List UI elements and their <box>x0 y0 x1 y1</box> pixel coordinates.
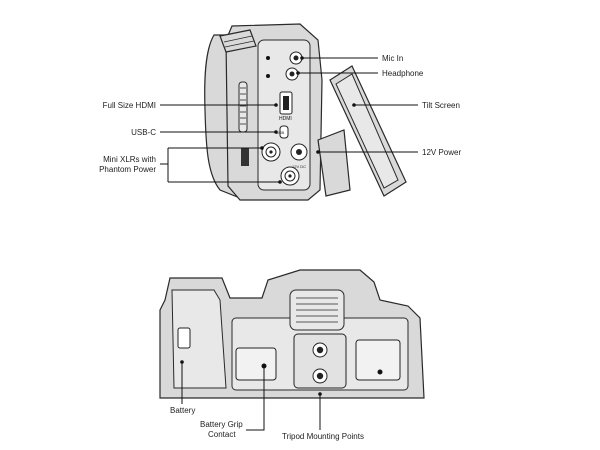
battery-door-latch <box>177 327 191 349</box>
dc-mark: 12V DC <box>292 164 306 169</box>
label-mini-xlr-line1: Mini XLRs with <box>103 155 156 164</box>
brand-logo <box>241 148 249 166</box>
vent-grille <box>238 81 248 133</box>
label-grip-line2: Contact <box>208 430 236 439</box>
label-tripod: Tripod Mounting Points <box>282 432 364 441</box>
hdmi-mark: HDMI <box>279 116 292 122</box>
headphone-jack <box>285 67 299 81</box>
label-mic-in: Mic In <box>382 54 403 63</box>
battery-grip-contact <box>235 347 277 381</box>
label-headphone: Headphone <box>382 69 424 78</box>
mic-in-jack <box>289 51 303 65</box>
label-usb-c: USB-C <box>131 128 156 137</box>
camera-bottom-view <box>159 269 425 399</box>
label-battery: Battery <box>170 406 195 415</box>
heatsink-vent <box>289 289 345 331</box>
leader-lines-top <box>160 56 418 184</box>
label-hdmi: Full Size HDMI <box>103 101 156 110</box>
tripod-mount-1 <box>312 342 328 358</box>
label-tilt-screen: Tilt Screen <box>422 101 460 110</box>
usb-mark: USB <box>276 130 285 135</box>
usb-c-port: USB <box>276 125 289 139</box>
camera-side-view: HDMI USB 12V DC <box>204 23 407 201</box>
leader-lines-bottom <box>180 360 322 431</box>
power-port: 12V DC <box>290 143 308 169</box>
tripod-mount-2 <box>312 368 328 384</box>
hdmi-port: HDMI <box>279 91 293 122</box>
label-12v-power: 12V Power <box>422 148 461 157</box>
label-grip-line1: Battery Grip <box>200 420 243 429</box>
mini-xlr-port-1 <box>261 142 281 162</box>
mini-xlr-port-2 <box>280 166 300 186</box>
label-mini-xlr-line2: Phantom Power <box>99 165 156 174</box>
tilt-screen <box>317 65 407 197</box>
